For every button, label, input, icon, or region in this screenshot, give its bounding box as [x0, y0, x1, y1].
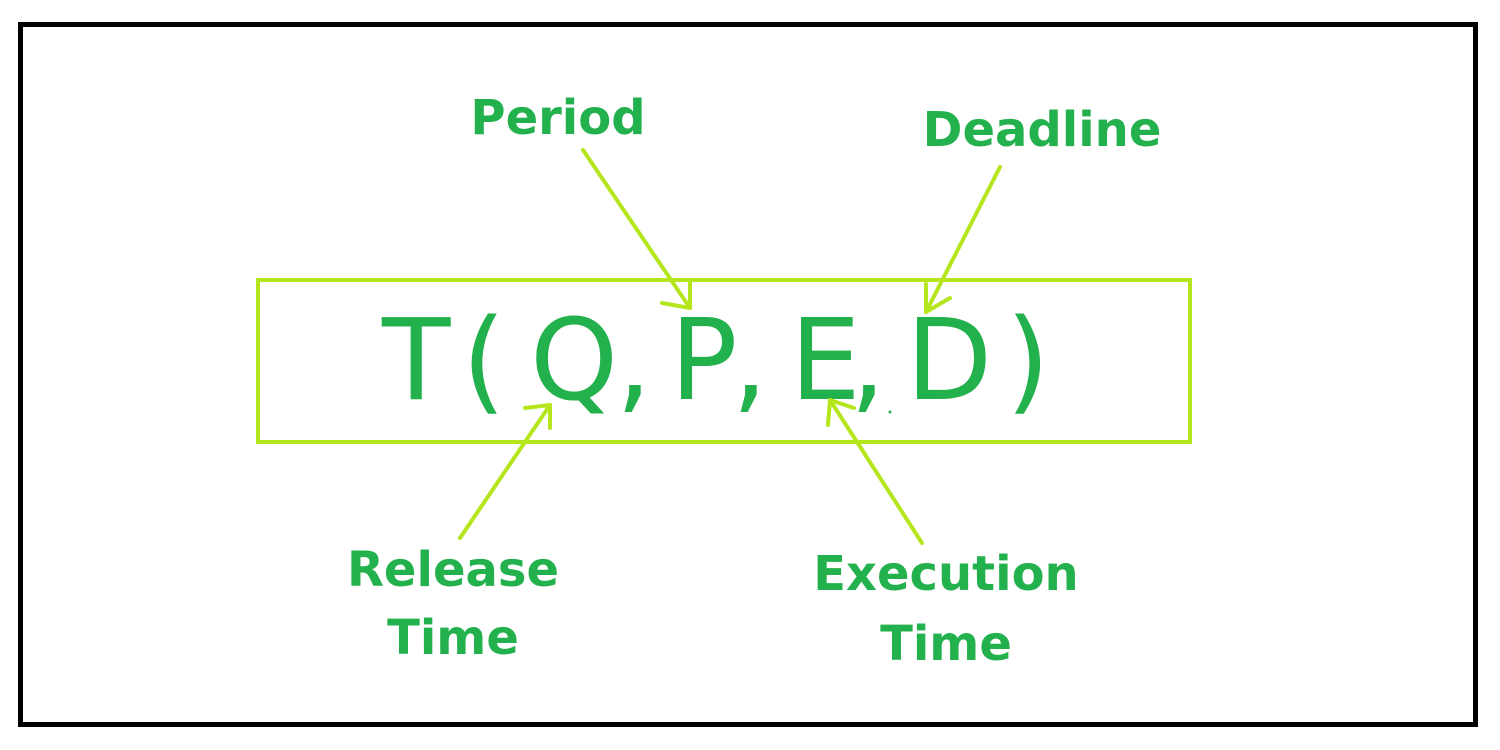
formula-comma-1: , [616, 296, 652, 426]
period-label: Period [470, 90, 646, 146]
deadline-arrow [924, 165, 1002, 314]
release-time-arrow [458, 403, 552, 540]
formula-comma-2: , [732, 296, 768, 426]
formula-t: T [382, 296, 451, 426]
formula-box [256, 278, 1192, 444]
period-arrow [581, 148, 692, 310]
release-label-line-2: Time [387, 610, 519, 666]
formula-comma-3: , [850, 296, 886, 426]
stray-dot [888, 410, 892, 414]
formula-close-paren: ) [1006, 296, 1050, 426]
release-label-line-1: Release [346, 542, 560, 598]
execution-label-line-2: Time [880, 616, 1012, 672]
execution-label-line-1: Execution [813, 546, 1079, 602]
formula-p: P [670, 296, 738, 426]
deadline-label: Deadline [922, 102, 1162, 158]
formula-d: D [906, 296, 993, 426]
execution-time-arrow [826, 398, 924, 545]
outer-frame [18, 22, 1478, 727]
formula-open-paren: ( [462, 296, 506, 426]
